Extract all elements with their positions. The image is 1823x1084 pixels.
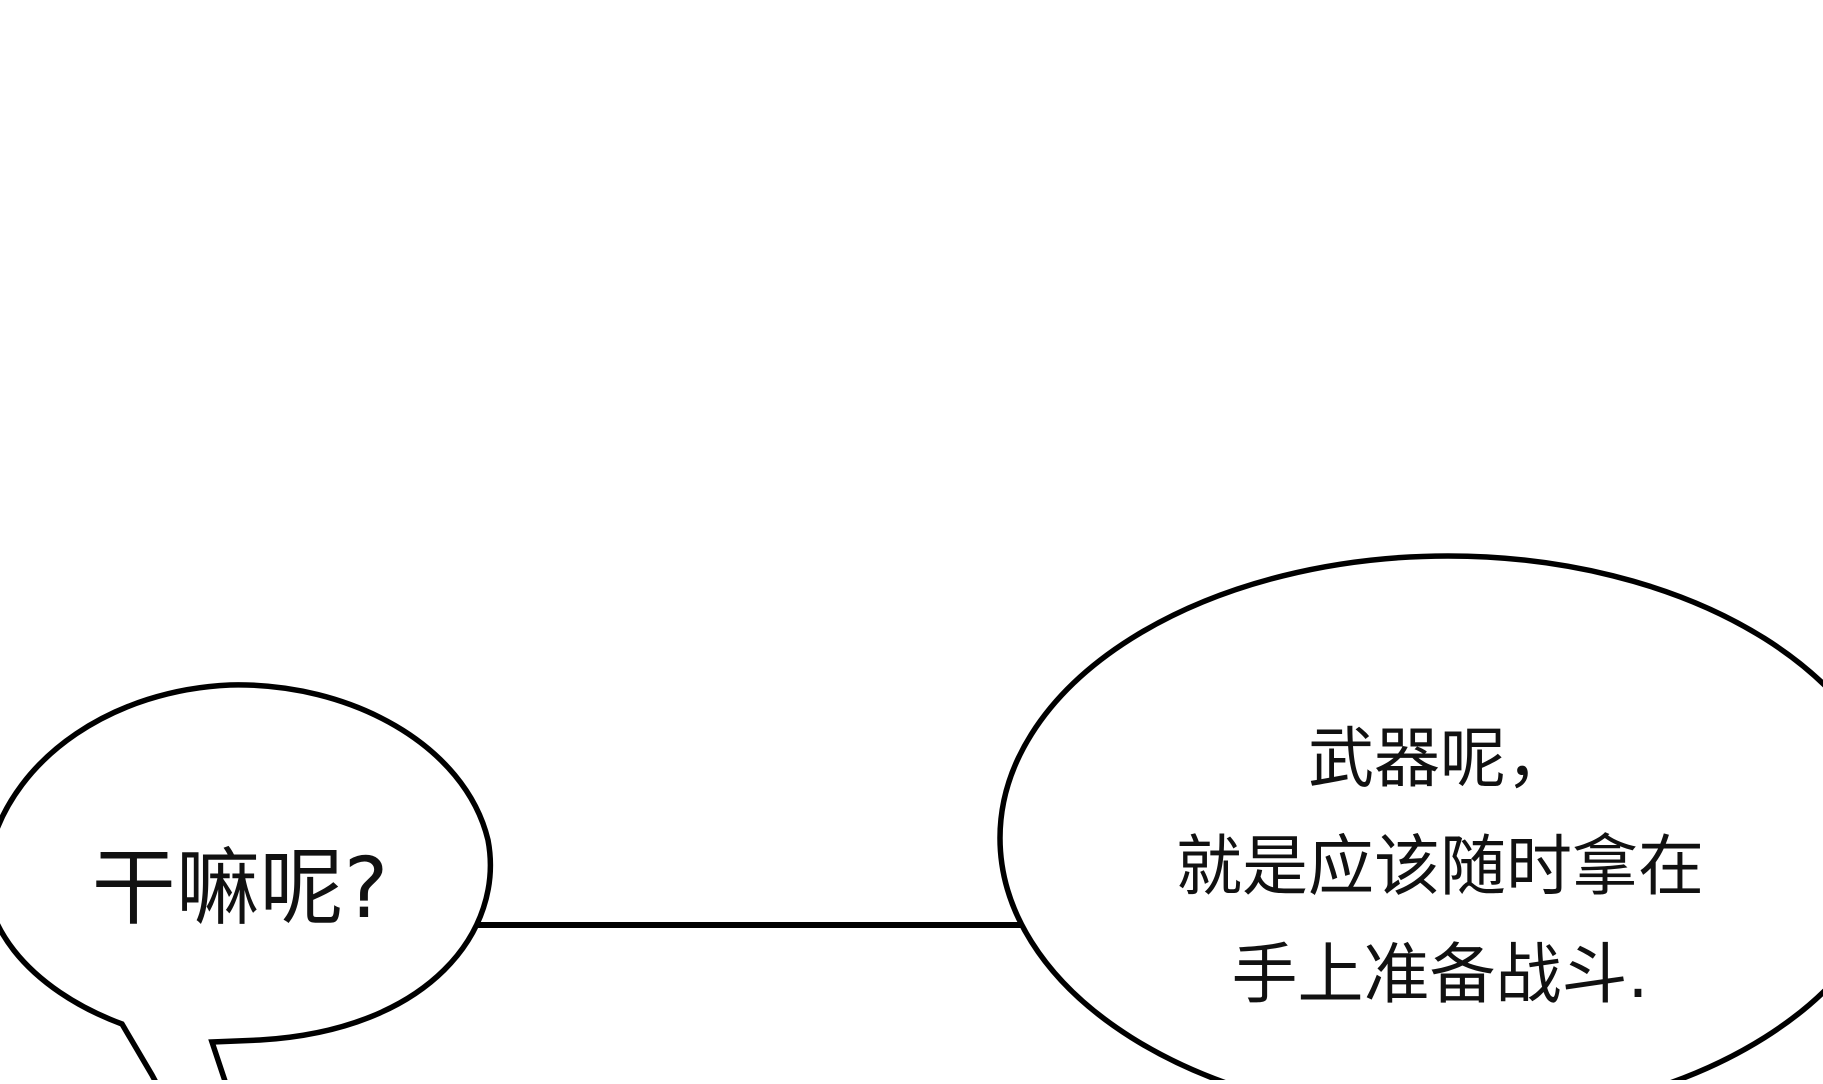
left-speech-bubble	[0, 682, 494, 1084]
right-speech-bubble	[997, 553, 1823, 1084]
right-bubble-line-1: 武器呢，	[1308, 720, 1572, 797]
left-bubble-text: 干嘛呢?	[91, 839, 389, 937]
right-bubble-text: 武器呢， 就是应该随时拿在 手上准备战斗.	[1150, 705, 1730, 1029]
right-bubble-line-3: 手上准备战斗.	[1231, 936, 1649, 1013]
right-bubble-line-2: 就是应该随时拿在	[1176, 828, 1704, 905]
